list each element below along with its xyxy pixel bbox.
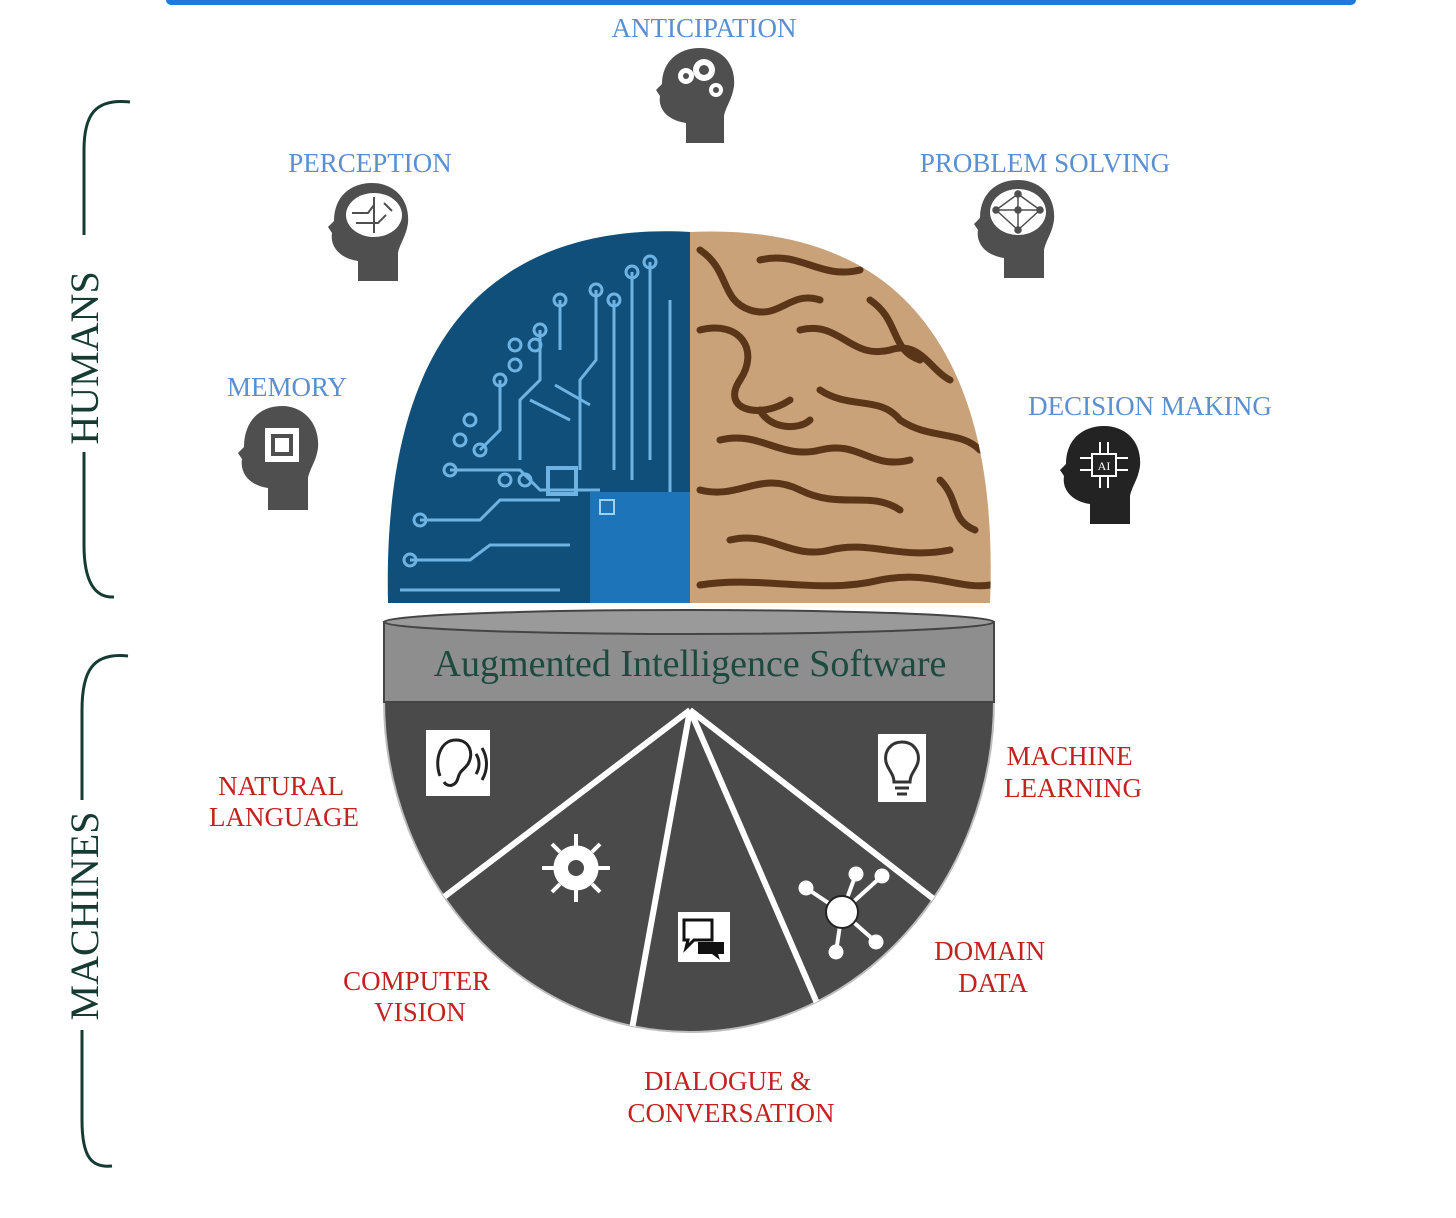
machines-bracket — [80, 654, 129, 1168]
label-domain-data: DOMAIN DATA — [934, 936, 1052, 998]
label-machine-learning-line2: LEARNING — [1004, 773, 1142, 803]
label-natural-language-line2: LANGUAGE — [209, 802, 359, 832]
top-bar — [166, 0, 1356, 5]
label-decision-making: DECISION MAKING — [1028, 391, 1272, 421]
svg-text:AI: AI — [1098, 459, 1111, 473]
virus-eye-icon — [542, 834, 610, 902]
label-problem-solving: PROBLEM SOLVING — [920, 148, 1170, 178]
label-domain-data-line1: DOMAIN — [934, 936, 1045, 966]
label-anticipation: ANTICIPATION — [611, 13, 796, 43]
organic-brain-half — [690, 231, 991, 603]
label-computer-vision: COMPUTER VISION — [343, 966, 497, 1027]
node-network-icon — [798, 866, 890, 960]
head-chip-icon — [238, 406, 319, 510]
brain-illustration — [387, 231, 991, 603]
circuit-brain-half — [387, 231, 690, 603]
label-dialogue-conversation-line2: CONVERSATION — [627, 1098, 834, 1128]
ear-sound-icon — [426, 730, 490, 796]
head-ai-icon: AI — [1060, 426, 1141, 524]
label-natural-language: NATURAL LANGUAGE — [209, 771, 359, 832]
label-natural-language-line1: NATURAL — [218, 771, 343, 801]
lightbulb-icon — [878, 734, 926, 802]
label-domain-data-line2: DATA — [958, 968, 1028, 998]
banner-title: Augmented Intelligence Software — [434, 643, 947, 685]
head-gears-icon — [656, 48, 735, 143]
label-computer-vision-line2: VISION — [374, 997, 466, 1027]
label-dialogue-conversation: DIALOGUE & CONVERSATION — [627, 1066, 834, 1128]
head-brain-circuit-icon — [328, 183, 409, 281]
humans-bracket — [82, 99, 131, 599]
humans-side-label: HUMANS — [62, 271, 107, 444]
label-perception: PERCEPTION — [288, 148, 452, 178]
label-dialogue-conversation-line1: DIALOGUE & — [644, 1066, 811, 1096]
chat-bubbles-icon — [678, 912, 730, 962]
label-memory: MEMORY — [227, 372, 347, 402]
label-machine-learning-line1: MACHINE — [1007, 741, 1133, 771]
head-network-brain-icon — [974, 180, 1055, 278]
label-computer-vision-line1: COMPUTER — [343, 966, 490, 996]
software-banner — [383, 609, 995, 703]
label-machine-learning: MACHINE LEARNING — [1004, 741, 1142, 803]
machines-side-label: MACHINES — [62, 812, 107, 1021]
